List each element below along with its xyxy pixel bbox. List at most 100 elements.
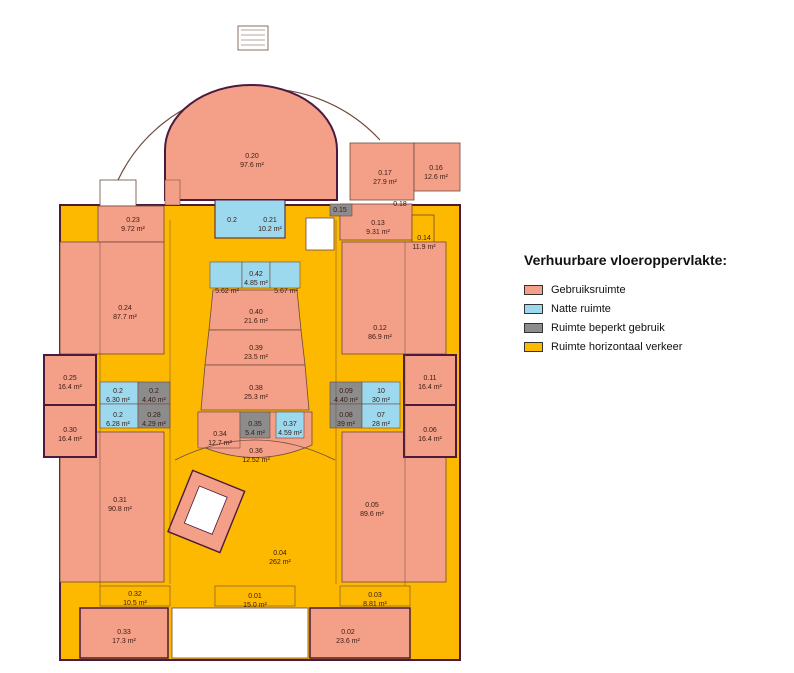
room-id-label: 0.04	[273, 550, 287, 557]
wc-block-top	[214, 199, 286, 239]
room-0.25	[43, 354, 97, 406]
room-0.24	[59, 241, 165, 355]
room-area-label: 10.5 m²	[123, 600, 147, 607]
legend-item-natte-ruimte: Natte ruimte	[524, 299, 786, 318]
room-id-label: 0.2	[227, 217, 237, 224]
room-area-label: 11.9 m²	[412, 244, 436, 251]
room-area-label: 89.6 m²	[360, 511, 384, 518]
room-area-label: 4.29 m²	[142, 421, 166, 428]
room-0.02	[309, 607, 411, 659]
room-area-label: 5.4 m²	[245, 430, 266, 437]
room-0.29	[99, 403, 139, 429]
room-area-label: 12.6 m²	[424, 174, 448, 181]
room-id-label: 0.05	[365, 502, 379, 509]
room-area-label: 5.62 m²	[215, 288, 239, 295]
room-id-label: 0.21	[263, 217, 277, 224]
room-0.37	[275, 411, 305, 439]
room-id-label: 07	[377, 412, 385, 419]
room-id-label: 0.09	[339, 388, 353, 395]
room-id-label: 10	[377, 388, 385, 395]
room-0.01	[214, 585, 296, 607]
room-id-label: 0.12	[373, 325, 387, 332]
room-area-label: 4.40 m²	[334, 397, 358, 404]
room-area-label: 90.8 m²	[108, 506, 132, 513]
stair-top-left	[99, 179, 137, 207]
legend: Verhuurbare vloeroppervlakte: Gebruiksru…	[524, 252, 786, 356]
room-area-label: 6.30 m²	[106, 397, 130, 404]
legend-swatch	[524, 322, 543, 333]
room-id-label: 0.2	[149, 388, 159, 395]
room-id-label: 0.06	[423, 427, 437, 434]
apse-bay-left	[164, 179, 181, 206]
room-0.42-right	[269, 261, 301, 289]
legend-label: Ruimte horizontaal verkeer	[551, 340, 683, 353]
room-0.17	[349, 142, 415, 201]
room-area-label: 21.6 m²	[244, 318, 268, 325]
room-area-label: 15.0 m²	[243, 602, 267, 609]
room-id-label: 0.23	[126, 217, 140, 224]
room-area-label: 25.3 m²	[244, 394, 268, 401]
room-0.23	[97, 205, 165, 243]
room-area-label: 8.81 m²	[363, 601, 387, 608]
diagonal-stair	[167, 469, 246, 554]
room-id-label: 0.08	[339, 412, 353, 419]
room-id-label: 0.2	[113, 388, 123, 395]
room-id-label: 0.34	[213, 431, 227, 438]
room-id-label: 0.38	[249, 385, 263, 392]
stage-arc	[174, 439, 336, 461]
room-area-label: 30 m²	[372, 397, 391, 404]
room-area-label: 23.5 m²	[244, 354, 268, 361]
room-0.42	[241, 261, 271, 289]
room-area-label: 5.67 m²	[274, 288, 298, 295]
room-area-label: 262 m²	[269, 559, 291, 566]
legend-item-horizontaal-verkeer: Ruimte horizontaal verkeer	[524, 337, 786, 356]
legend-item-gebruiksruimte: Gebruiksruimte	[524, 280, 786, 299]
room-area-label: 4.40 m²	[142, 397, 166, 404]
room-area-label: 6.28 m²	[106, 421, 130, 428]
room-id-label: 0.01	[248, 593, 262, 600]
room-area-label: 16.4 m²	[418, 384, 442, 391]
room-0.08	[329, 403, 363, 429]
room-area-label: 4.85 m²	[244, 280, 268, 287]
room-id-label: 0.36	[249, 448, 263, 455]
room-id-label: 0.40	[249, 309, 263, 316]
room-id-label: 0.18	[393, 201, 407, 208]
room-area-label: 9.72 m²	[121, 226, 145, 233]
room-id-label: 0.13	[371, 220, 385, 227]
room-area-label: 4.59 m²	[278, 430, 302, 437]
room-id-label: 0.11	[423, 375, 436, 382]
room-id-label: 0.16	[429, 165, 443, 172]
room-0.15	[329, 203, 353, 217]
room-id-label: 0.03	[368, 592, 382, 599]
room-area-label: 39 m²	[337, 421, 356, 428]
room-area-label: 16.4 m²	[58, 436, 82, 443]
room-area-label: 12.7 m²	[208, 440, 232, 447]
room-area-label: 10.2 m²	[258, 226, 282, 233]
legend-item-beperkt-gebruik: Ruimte beperkt gebruik	[524, 318, 786, 337]
room-id-label: 0.14	[417, 235, 431, 242]
room-id-label: 0.37	[283, 421, 297, 428]
room-id-label: 0.32	[128, 591, 142, 598]
legend-label: Natte ruimte	[551, 302, 611, 315]
room-0.35	[239, 411, 271, 439]
room-area-label: 97.6 m²	[240, 162, 264, 169]
room-area-label: 28 m²	[372, 421, 391, 428]
room-0.38	[200, 364, 310, 411]
room-0.34	[197, 411, 241, 449]
entrance-hall	[171, 607, 309, 659]
room-id-label: 0.35	[248, 421, 262, 428]
room-id-label: 0.33	[117, 629, 131, 636]
room-id-label: 0.28	[147, 412, 161, 419]
legend-label: Gebruiksruimte	[551, 283, 626, 296]
room-id-label: 0.20	[245, 153, 259, 160]
room-area-label: 27.9 m²	[373, 179, 397, 186]
room-id-label: 0.31	[113, 497, 127, 504]
room-area-label: 86.9 m²	[368, 334, 392, 341]
room-area-label: 9.31 m²	[366, 229, 390, 236]
legend-swatch	[524, 303, 543, 314]
room-0.20	[164, 84, 338, 201]
hall-boundary	[169, 220, 337, 584]
legend-swatch	[524, 284, 543, 295]
spiral-stair	[305, 217, 335, 251]
